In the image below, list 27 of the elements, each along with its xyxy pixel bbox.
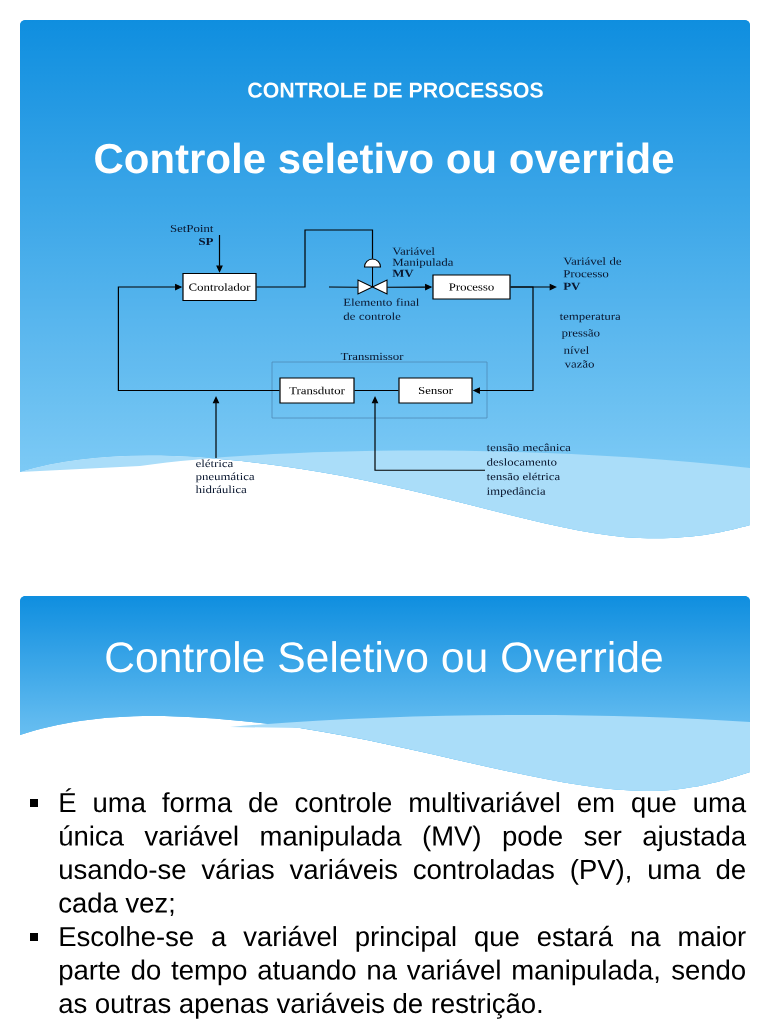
edge-label: Variável de Processo PV <box>563 257 622 290</box>
arrow <box>371 396 486 471</box>
block-box: Sensor <box>398 377 473 404</box>
bullet-paragraph: Escolhe-se a variável principal que estará na maior parte do tempo atuando na variável manipulada, sendo as outras apenas variáveis de restrição. <box>59 925 746 1019</box>
text-label: elétrica pneumática hidráulica <box>195 459 255 494</box>
section-header: CONTROLE DE PROCESSOS <box>248 82 543 98</box>
text-label: temperatura <box>559 313 621 323</box>
signal-label: SetPoint SP <box>170 224 214 246</box>
block-box: Processo <box>432 274 511 300</box>
bullet-paragraph: É uma forma de controle multivariável em que uma única variável manipulada (MV) pode ser ajustada usando-se várias variáveis controladas (PV), uma de cada vez; <box>59 788 747 916</box>
text-label: nível <box>563 346 589 354</box>
text-label: tensão mecânica deslocamento tensão elétrica impedância <box>486 443 571 497</box>
edge-label: Variável Manipulada MV <box>392 247 454 277</box>
node-label: Transmissor <box>340 352 404 360</box>
arrow <box>212 396 220 459</box>
block-box: Controlador <box>182 272 257 302</box>
connector-line <box>256 229 374 288</box>
connector-line <box>328 286 359 288</box>
control-valve <box>357 258 388 295</box>
text-label: pressão <box>561 329 600 339</box>
text-label: vazão <box>564 360 594 368</box>
arrow <box>117 283 280 392</box>
slide-title: Controle Seletivo ou Override <box>106 641 662 673</box>
block-box: Transdutor <box>279 377 355 404</box>
node-caption: Elemento final de controle <box>343 298 420 320</box>
slide-title: Controle seletivo ou override <box>95 142 674 174</box>
connector-line <box>354 389 399 392</box>
